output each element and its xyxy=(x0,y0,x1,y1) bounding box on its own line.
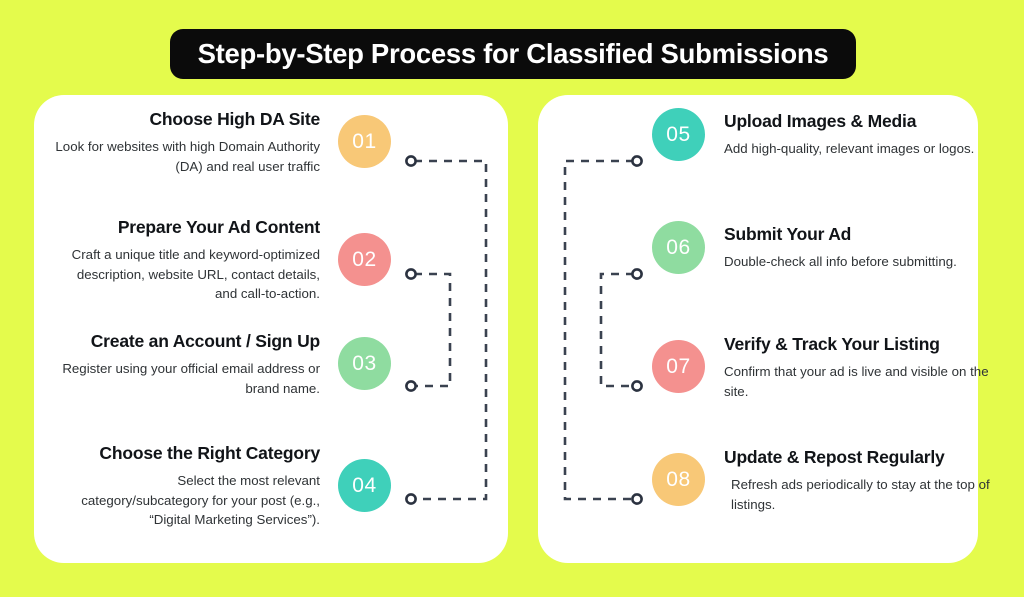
step-02-text: Prepare Your Ad Content Craft a unique t… xyxy=(52,216,321,303)
step-07-heading: Verify & Track Your Listing xyxy=(724,334,940,354)
step-08-body: Refresh ads periodically to stay at the … xyxy=(731,477,990,512)
step-row-07: 07 Verify & Track Your Listing Confirm t… xyxy=(652,333,992,401)
step-04-heading: Choose the Right Category xyxy=(99,443,320,463)
step-02-heading: Prepare Your Ad Content xyxy=(117,217,320,237)
step-01-body: Look for websites with high Domain Autho… xyxy=(55,139,320,174)
step-01-heading: Choose High DA Site xyxy=(149,109,320,129)
step-01-text: Choose High DA Site Look for websites wi… xyxy=(52,108,320,176)
step-04-text: Choose the Right Category Select the mos… xyxy=(52,442,320,529)
step-08-heading: Update & Repost Regularly xyxy=(724,447,945,467)
step-row-06: 06 Submit Your Ad Double-check all info … xyxy=(652,221,992,274)
step-06-text: Submit Your Ad Double-check all info bef… xyxy=(724,223,992,272)
step-07-body: Confirm that your ad is live and visible… xyxy=(724,364,989,399)
step-05-heading: Upload Images & Media xyxy=(724,111,917,132)
step-05-number-badge: 05 xyxy=(652,108,705,161)
step-row-03: Create an Account / Sign Up Register usi… xyxy=(52,330,391,398)
step-03-body: Register using your official email addre… xyxy=(62,361,320,396)
step-row-02: Prepare Your Ad Content Craft a unique t… xyxy=(52,216,391,303)
step-04-body: Select the most relevant category/subcat… xyxy=(81,473,320,527)
step-06-heading: Submit Your Ad xyxy=(724,224,852,245)
step-01-number-badge: 01 xyxy=(338,115,391,169)
step-03-heading: Create an Account / Sign Up xyxy=(90,331,320,351)
step-row-04: Choose the Right Category Select the mos… xyxy=(52,442,391,529)
page-title: Step-by-Step Process for Classified Subm… xyxy=(197,38,829,70)
step-05-body: Add high-quality, relevant images or log… xyxy=(724,141,975,157)
step-03-number-badge: 03 xyxy=(338,337,391,391)
step-05-text: Upload Images & Media Add high-quality, … xyxy=(724,110,992,159)
step-07-number-badge: 07 xyxy=(652,340,705,394)
page-title-banner: Step-by-Step Process for Classified Subm… xyxy=(170,29,856,79)
step-06-number-badge: 06 xyxy=(652,221,705,274)
step-02-number-badge: 02 xyxy=(338,233,391,287)
step-row-05: 05 Upload Images & Media Add high-qualit… xyxy=(652,108,992,161)
step-08-text: Update & Repost Regularly Refresh ads pe… xyxy=(724,446,992,514)
step-row-08: 08 Update & Repost Regularly Refresh ads… xyxy=(652,446,992,514)
step-03-text: Create an Account / Sign Up Register usi… xyxy=(52,330,320,398)
step-07-text: Verify & Track Your Listing Confirm that… xyxy=(724,333,992,401)
step-02-body: Craft a unique title and keyword-optimiz… xyxy=(71,247,320,301)
step-06-body: Double-check all info before submitting. xyxy=(724,254,957,270)
step-04-number-badge: 04 xyxy=(338,459,391,513)
step-row-01: Choose High DA Site Look for websites wi… xyxy=(52,108,391,176)
step-08-number-badge: 08 xyxy=(652,453,705,507)
